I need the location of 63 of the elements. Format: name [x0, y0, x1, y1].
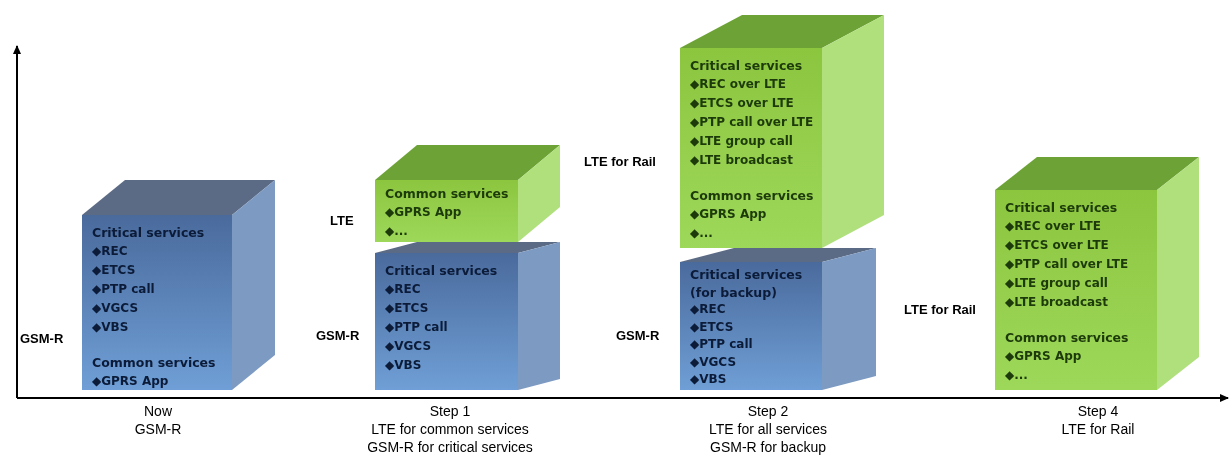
section-heading: Critical services	[1005, 199, 1119, 217]
list-item: ◆VBS	[690, 371, 728, 388]
list-item: ◆REC over LTE	[1005, 218, 1102, 235]
list-item: ◆VBS	[92, 319, 130, 336]
list-item: ◆GPRS App	[385, 204, 463, 221]
step-caption: GSM-R for critical services	[367, 439, 533, 455]
list-item: ◆PTP call over LTE	[1005, 256, 1130, 273]
section-heading: Critical services	[385, 262, 499, 280]
list-item: ◆VGCS	[92, 300, 140, 317]
list-item: ◆GPRS App	[690, 206, 768, 223]
cube-block	[375, 242, 560, 390]
list-item: ◆GPRS App	[92, 373, 170, 390]
step-caption: LTE for common services	[371, 421, 529, 437]
list-item: ◆...	[385, 223, 409, 240]
side-label: GSM-R	[616, 328, 660, 343]
list-item: ◆...	[690, 225, 714, 242]
cube-block	[680, 248, 876, 390]
list-item: ◆PTP call	[690, 336, 754, 353]
step-caption: GSM-R	[134, 421, 182, 437]
list-item: ◆LTE group call	[1005, 275, 1109, 292]
list-item: ◆PTP call	[92, 281, 156, 298]
list-item: ◆REC over LTE	[690, 76, 787, 93]
list-item: ◆ETCS	[385, 300, 430, 317]
list-item: ◆LTE broadcast	[690, 152, 794, 169]
cube-block	[82, 180, 275, 390]
side-label: GSM-R	[20, 331, 64, 346]
list-item: ◆ETCS	[92, 262, 137, 279]
step-caption: Step 2	[747, 403, 789, 419]
list-item: ◆REC	[385, 281, 422, 298]
section-heading: Common services	[1005, 329, 1130, 347]
cube-block	[995, 157, 1199, 390]
section-heading: Common services	[385, 185, 510, 203]
side-label: LTE for Rail	[584, 154, 656, 169]
step-caption: LTE for all services	[709, 421, 827, 437]
list-item: ◆PTP call over LTE	[690, 114, 814, 131]
cube-block	[375, 145, 560, 242]
section-heading: Common services	[690, 187, 814, 205]
step-caption: Step 4	[1077, 403, 1119, 419]
list-item: ◆REC	[92, 243, 129, 260]
side-label: LTE for Rail	[904, 302, 976, 317]
list-item: ◆VBS	[385, 357, 423, 374]
list-item: ◆VGCS	[690, 353, 738, 371]
step-caption: LTE for Rail	[1061, 421, 1135, 437]
list-item: ◆PTP call	[385, 319, 449, 336]
list-item: ◆ETCS over LTE	[1005, 237, 1110, 254]
list-item: ◆ETCS	[690, 318, 735, 336]
section-heading: Critical services (for backup)	[690, 266, 804, 301]
cube-block	[680, 15, 884, 248]
list-item: ◆REC	[690, 301, 727, 318]
section-heading: Critical services	[92, 224, 206, 242]
section-heading: Critical services	[690, 57, 804, 75]
step-caption: GSM-R for backup	[710, 439, 826, 455]
section-heading: Common services	[92, 354, 217, 372]
list-item: ◆LTE group call	[690, 133, 794, 150]
step-caption: Now	[144, 403, 172, 419]
list-item: ◆LTE broadcast	[1005, 294, 1109, 311]
side-label: LTE	[330, 213, 354, 228]
list-item: ◆GPRS App	[1005, 348, 1083, 365]
step-caption: Step 1	[429, 403, 471, 419]
list-item: ◆...	[1005, 367, 1029, 384]
list-item: ◆VGCS	[385, 338, 433, 355]
list-item: ◆ETCS over LTE	[690, 95, 795, 112]
side-label: GSM-R	[316, 328, 360, 343]
